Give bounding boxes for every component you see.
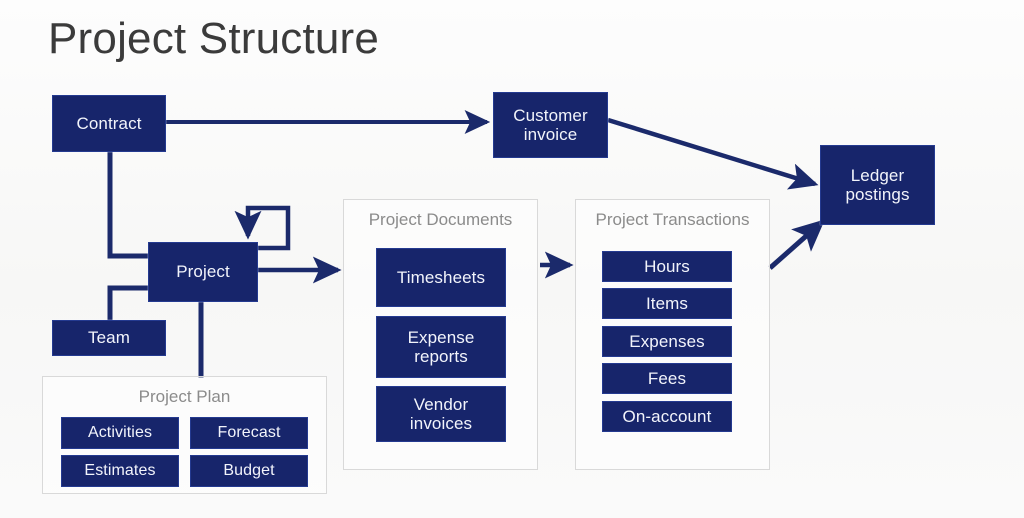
node-contract[interactable]: Contract — [52, 95, 166, 152]
node-budget[interactable]: Budget — [190, 455, 308, 487]
node-timesheets[interactable]: Timesheets — [376, 248, 506, 307]
node-items[interactable]: Items — [602, 288, 732, 319]
node-expense-reports[interactable]: Expense reports — [376, 316, 506, 378]
connector-project-transactions-to-ledger-postings — [768, 219, 825, 270]
group-project-plan-title: Project Plan — [138, 387, 231, 406]
node-project[interactable]: Project — [148, 242, 258, 302]
page-title: Project Structure — [48, 14, 380, 63]
group-project-transactions-title: Project Transactions — [595, 210, 750, 229]
node-estimates[interactable]: Estimates — [61, 455, 179, 487]
connector-contract-to-project — [107, 152, 148, 259]
node-on-account[interactable]: On-account — [602, 401, 732, 432]
node-vendor-invoices[interactable]: Vendor invoices — [376, 386, 506, 442]
node-activities[interactable]: Activities — [61, 417, 179, 449]
connector-team-to-project — [107, 285, 148, 320]
node-customer-invoice[interactable]: Customer invoice — [493, 92, 608, 158]
node-hours[interactable]: Hours — [602, 251, 732, 282]
node-team[interactable]: Team — [52, 320, 166, 356]
node-forecast[interactable]: Forecast — [190, 417, 308, 449]
node-ledger-postings[interactable]: Ledger postings — [820, 145, 935, 225]
connector-project-self-loop — [234, 205, 291, 251]
group-project-transactions: Project Transactions Hours Items Expense… — [575, 199, 770, 470]
node-expenses[interactable]: Expenses — [602, 326, 732, 357]
group-project-documents: Project Documents Timesheets Expense rep… — [343, 199, 538, 470]
group-project-documents-title: Project Documents — [368, 210, 513, 229]
group-project-plan: Project Plan Activities Forecast Estimat… — [42, 376, 327, 494]
node-fees[interactable]: Fees — [602, 363, 732, 394]
connector-customer-invoice-to-ledger-postings — [607, 117, 819, 190]
